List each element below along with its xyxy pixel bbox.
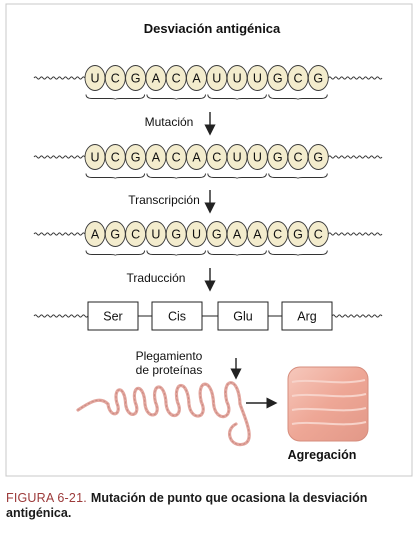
nucleotide-base: C — [273, 228, 282, 242]
nucleotide-base: C — [111, 151, 120, 165]
amino-acid-box — [217, 301, 269, 331]
amino-acid-box — [281, 301, 333, 331]
codon-brace — [268, 94, 328, 100]
codon-brace — [268, 250, 328, 256]
codon-brace — [146, 94, 206, 100]
codon-brace — [268, 173, 328, 179]
nucleotide-base: U — [192, 228, 201, 242]
figure-caption: FIGURA 6-21.Mutación de punto que ocasio… — [6, 491, 412, 521]
figure-title: Desviación antigénica — [144, 21, 281, 36]
nucleotide-base: U — [212, 72, 221, 86]
nucleotide-base: C — [111, 72, 120, 86]
nucleotide-base: C — [131, 228, 140, 242]
nucleotide-base: A — [233, 228, 242, 242]
nucleotide-base: A — [91, 228, 100, 242]
nucleotide-base: C — [172, 151, 181, 165]
codon-brace — [85, 173, 146, 179]
nucleotide-base: G — [313, 151, 323, 165]
nucleotide-base: A — [253, 228, 262, 242]
amino-acid-label: Cis — [168, 310, 186, 324]
nucleotide-bead — [307, 65, 329, 91]
caption-label: FIGURA 6-21. — [6, 491, 87, 505]
amino-acid-label: Arg — [297, 310, 317, 324]
step-label-folding-2: de proteínas — [136, 363, 203, 377]
nucleotide-base: U — [253, 151, 262, 165]
nucleotide-base: G — [293, 228, 303, 242]
caption-text: Mutación de punto que ocasiona la desvia… — [6, 491, 368, 520]
nucleotide-base: A — [192, 72, 201, 86]
amino-acid-label: Ser — [103, 310, 122, 324]
codon-brace — [85, 94, 146, 100]
nucleotide-base: A — [152, 72, 161, 86]
codon-brace — [146, 173, 206, 179]
nucleotide-bead — [307, 144, 329, 170]
chain-left-wave — [33, 314, 89, 318]
aggregation-label: Agregación — [288, 448, 357, 462]
codon-brace — [146, 250, 206, 256]
strand-right-wave — [327, 155, 383, 159]
amino-acid-box — [87, 301, 139, 331]
strand-right-wave — [327, 76, 383, 80]
chain-right-wave — [331, 314, 383, 318]
nucleotide-base: C — [212, 151, 221, 165]
nucleotide-base: G — [273, 151, 283, 165]
nucleotide-base: G — [273, 72, 283, 86]
codon-brace — [207, 173, 267, 179]
strand-left-wave — [33, 155, 86, 159]
nucleotide-base: G — [313, 72, 323, 86]
nucleotide-base: G — [110, 228, 120, 242]
nucleotide-base: U — [253, 72, 262, 86]
figure-frame — [5, 3, 413, 477]
codon-brace — [207, 250, 267, 256]
nucleotide-base: C — [293, 72, 302, 86]
nucleotide-base: G — [212, 228, 222, 242]
step-label-folding-1: Plegamiento — [136, 349, 203, 363]
nucleotide-base: C — [293, 151, 302, 165]
codon-brace — [207, 94, 267, 100]
step-label-translation: Traducción — [127, 271, 186, 285]
strand-left-wave — [33, 232, 86, 236]
nucleotide-base: U — [233, 72, 242, 86]
protein-aggregate — [287, 366, 369, 442]
nucleotide-base: U — [90, 72, 99, 86]
nucleotide-base: U — [233, 151, 242, 165]
amino-acid-label: Glu — [233, 310, 253, 324]
nucleotide-base: C — [314, 228, 323, 242]
amino-acid-box — [151, 301, 203, 331]
step-label-transcription: Transcripción — [128, 193, 200, 207]
step-label-mutation: Mutación — [145, 115, 194, 129]
nucleotide-base: C — [172, 72, 181, 86]
nucleotide-base: A — [152, 151, 161, 165]
codon-brace — [85, 250, 146, 256]
nucleotide-base: G — [171, 228, 181, 242]
nucleotide-bead — [307, 221, 329, 247]
nucleotide-base: A — [192, 151, 201, 165]
nucleotide-base: U — [151, 228, 160, 242]
strand-left-wave — [33, 76, 86, 80]
folded-protein-coil — [76, 381, 251, 447]
nucleotide-base: U — [90, 151, 99, 165]
strand-right-wave — [327, 232, 383, 236]
nucleotide-base: G — [131, 151, 141, 165]
nucleotide-base: G — [131, 72, 141, 86]
amino-acid-chain: Ser Cis Glu Arg — [33, 301, 383, 331]
